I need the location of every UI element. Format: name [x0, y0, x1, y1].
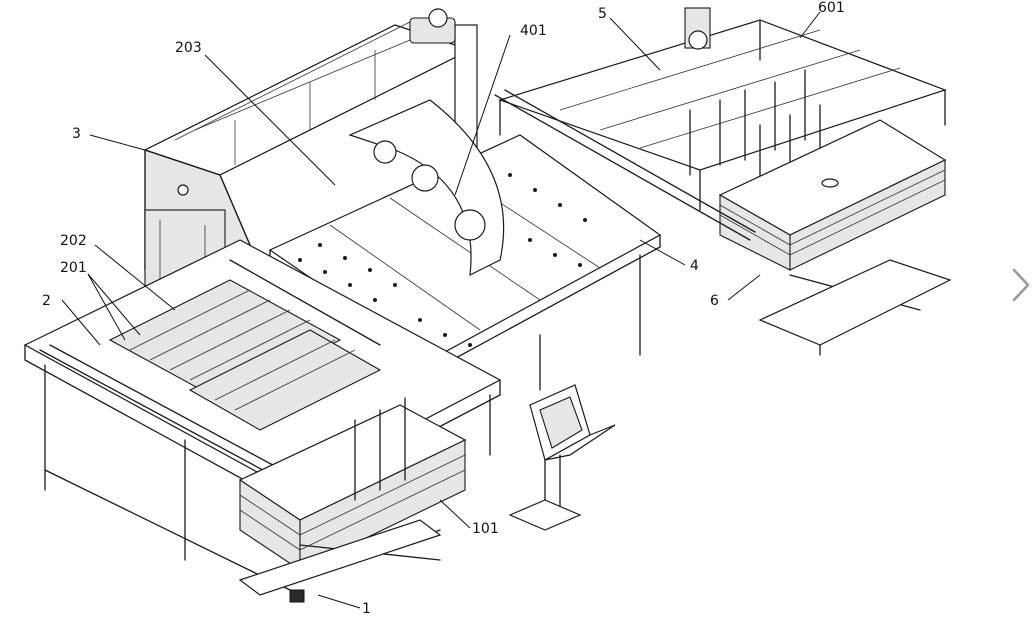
- lower-sheet-stack: [238, 397, 467, 572]
- callout-1: 1: [317, 594, 371, 617]
- chevron-right-icon: [1012, 268, 1030, 302]
- callout-401: 401: [454, 23, 547, 196]
- label-202: 202: [60, 233, 87, 249]
- label-3: 3: [72, 126, 81, 142]
- right-scissor-lift: [758, 259, 952, 356]
- table-holes: [298, 173, 587, 347]
- label-6: 6: [710, 293, 719, 309]
- callout-2: 2: [42, 293, 101, 346]
- label-203: 203: [175, 40, 202, 56]
- callout-601: 601: [799, 0, 845, 39]
- transfer-table: [268, 89, 756, 391]
- label-1: 1: [362, 601, 371, 617]
- label-601: 601: [818, 0, 845, 16]
- label-201: 201: [60, 260, 87, 276]
- callout-203: 203: [175, 40, 336, 186]
- label-2: 2: [42, 293, 51, 309]
- stacker-frame: [498, 7, 947, 211]
- arch-frame: [348, 99, 505, 277]
- callout-201: 201: [60, 260, 141, 341]
- label-5: 5: [598, 6, 607, 22]
- callout-202: 202: [60, 233, 176, 311]
- label-101: 101: [472, 521, 499, 537]
- label-401: 401: [520, 23, 547, 39]
- perforated-panels: [129, 289, 356, 411]
- callout-101: 101: [439, 499, 499, 537]
- callout-3: 3: [72, 126, 146, 151]
- lower-scissor-lift: [238, 519, 442, 603]
- motor-icon: [409, 8, 456, 44]
- callout-5: 5: [598, 6, 661, 71]
- control-console: [508, 384, 616, 531]
- label-4: 4: [690, 258, 699, 274]
- next-arrow-button[interactable]: [1010, 262, 1032, 308]
- callout-6: 6: [710, 274, 761, 309]
- callout-4: 4: [639, 239, 699, 274]
